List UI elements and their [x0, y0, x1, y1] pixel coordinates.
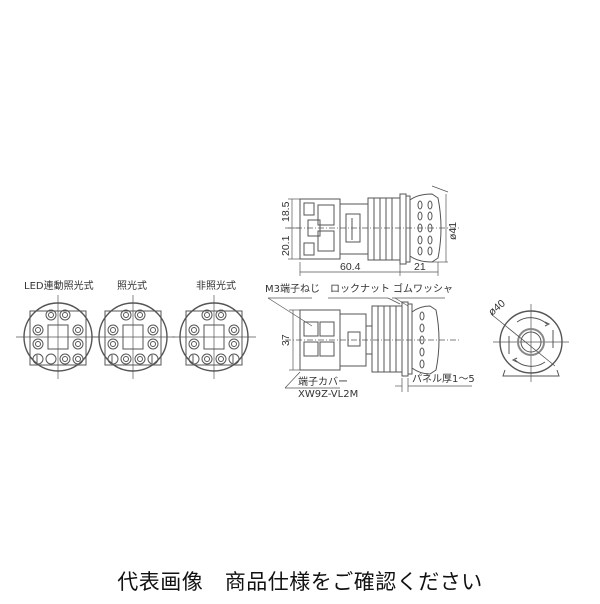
label-rubber-washer: ゴムワッシャ — [393, 284, 453, 295]
rear-view-led — [16, 295, 100, 379]
dim-37: 37 — [280, 334, 292, 346]
dim-dia-41: ø41 — [447, 222, 459, 240]
dim-dia-40: ø40 — [486, 297, 508, 318]
dim-60-4: 60.4 — [340, 261, 361, 273]
side-view-bottom — [267, 297, 472, 392]
label-terminal-screw: M3端子ねじ — [265, 284, 320, 295]
rear-view-label-non-illuminated: 非照光式 — [196, 281, 236, 292]
dim-20-1: 20.1 — [280, 235, 292, 256]
label-terminal-cover-model: XW9Z-VL2M — [298, 389, 359, 400]
dim-21: 21 — [414, 261, 426, 273]
dim-18-5: 18.5 — [280, 201, 292, 222]
rear-view-non-illuminated — [172, 295, 256, 379]
representative-image-caption: 代表画像 商品仕様をご確認ください — [117, 570, 483, 594]
label-terminal-cover: 端子カバー — [298, 377, 348, 388]
rear-view-illuminated — [91, 295, 175, 379]
label-panel-thickness: パネル厚1〜5 — [412, 374, 475, 385]
rear-view-label-led: LED連動照光式 — [24, 281, 94, 292]
side-view-top — [285, 185, 460, 276]
rear-view-label-illuminated: 照光式 — [117, 281, 147, 292]
front-view — [490, 304, 569, 382]
label-lock-nut: ロックナット — [330, 284, 390, 295]
